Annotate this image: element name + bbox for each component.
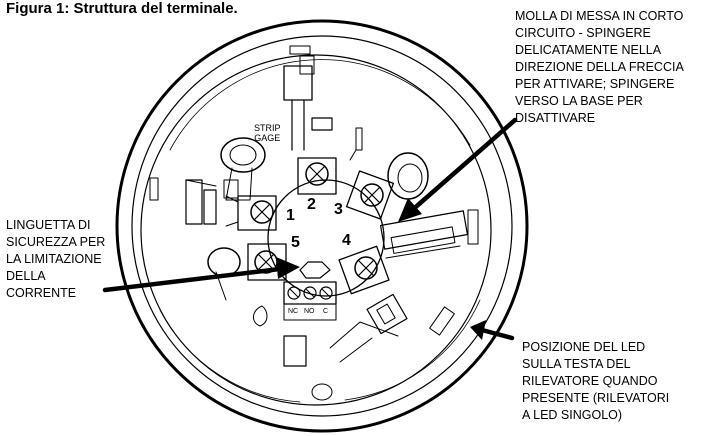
led-window xyxy=(283,335,307,367)
safety-tab xyxy=(299,261,331,279)
screw-3 xyxy=(345,170,395,220)
terminal-number-5: 5 xyxy=(291,234,300,251)
outer-rim xyxy=(115,19,529,433)
arrowhead-led xyxy=(470,320,486,340)
strip-gage-label: STRIP GAGE xyxy=(254,123,281,143)
mount-slot-lower-left xyxy=(207,247,241,277)
terminal-number-4: 4 xyxy=(342,232,351,249)
arrowhead-short-spring xyxy=(398,198,422,222)
mount-slot-upper-left xyxy=(220,137,266,173)
terminal-label-c: C xyxy=(323,308,329,315)
outer-rim-inner xyxy=(131,35,513,417)
left-clip-assembly xyxy=(185,179,239,225)
leader-arrows xyxy=(102,117,518,341)
arrowhead-safety-tab xyxy=(276,257,300,279)
screw-4 xyxy=(338,245,390,295)
callout-led-position: POSIZIONE DEL LED SULLA TESTA DEL RILEVA… xyxy=(522,340,670,422)
terminal-label-nc: NC xyxy=(288,308,299,315)
screw-2 xyxy=(297,157,337,195)
screw-1 xyxy=(225,195,277,231)
relay-terminal-block xyxy=(283,281,337,321)
arrow-safety-tab xyxy=(102,265,291,293)
lower-right-clip xyxy=(329,293,408,363)
terminal-number-1: 1 xyxy=(286,207,295,224)
terminal-number-3: 3 xyxy=(334,201,343,218)
right-slot-detail xyxy=(379,210,469,259)
terminal-label-no: NO xyxy=(304,308,315,315)
callout-short-spring: MOLLA DI MESSA IN CORTO CIRCUITO - SPING… xyxy=(515,9,684,125)
inner-rim xyxy=(140,54,492,406)
arrow-led xyxy=(479,327,515,341)
shorting-spring-assembly xyxy=(283,55,363,161)
terminal-number-2: 2 xyxy=(307,196,316,213)
figure-title: Figura 1: Struttura del terminale. xyxy=(6,0,238,17)
inner-rim-ledge xyxy=(169,59,471,151)
arrow-short-spring xyxy=(407,117,518,215)
callout-safety-tab: LINGUETTA DI SICUREZZA PER LA LIMITAZION… xyxy=(6,218,106,300)
